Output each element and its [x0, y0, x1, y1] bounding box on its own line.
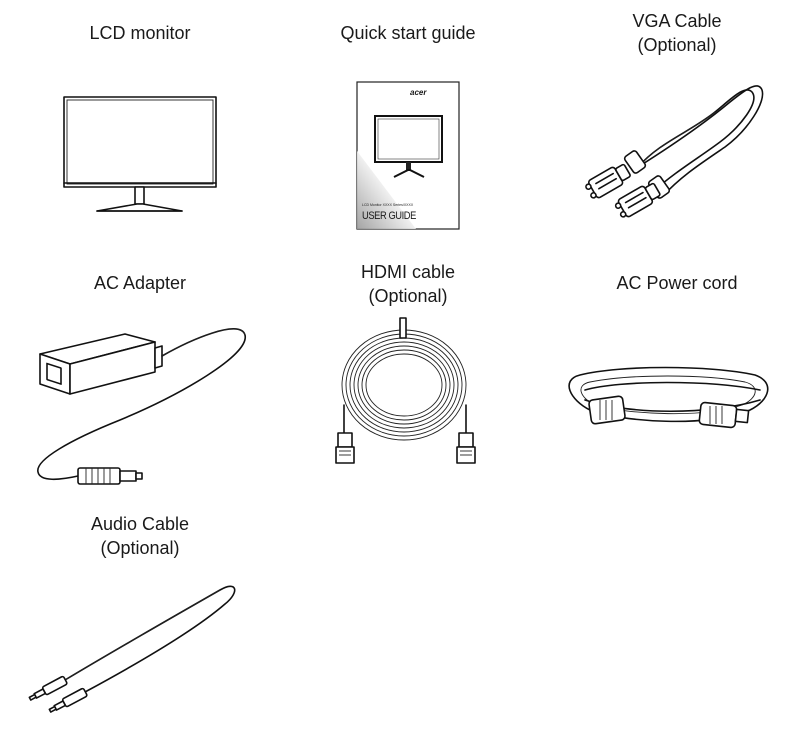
- guide-title: USER GUIDE: [362, 210, 416, 222]
- vga-cable-label: VGA Cable (Optional): [632, 11, 722, 55]
- lcd-monitor-icon: [63, 96, 217, 212]
- lcd-monitor-label: LCD monitor: [89, 23, 191, 43]
- ac-power-cord-label: AC Power cord: [616, 273, 738, 293]
- quick-start-guide-label: Quick start guide: [340, 23, 476, 43]
- vga-cable-icon: [585, 85, 764, 218]
- guide-brand: acer: [410, 88, 427, 97]
- ac-adapter-icon: [37, 328, 246, 485]
- audio-cable-icon: [28, 585, 236, 713]
- hdmi-cable-label: HDMI cable (Optional): [360, 262, 456, 306]
- user-guide-icon: acer LCD Monitor XXXX Series/XXXX USER G…: [356, 81, 460, 230]
- ac-adapter-label: AC Adapter: [93, 273, 187, 293]
- hdmi-cable-icon: [335, 317, 476, 464]
- guide-model-line: LCD Monitor XXXX Series/XXXX: [362, 203, 414, 207]
- audio-cable-label: Audio Cable (Optional): [90, 514, 190, 558]
- power-cord-icon: [568, 366, 769, 429]
